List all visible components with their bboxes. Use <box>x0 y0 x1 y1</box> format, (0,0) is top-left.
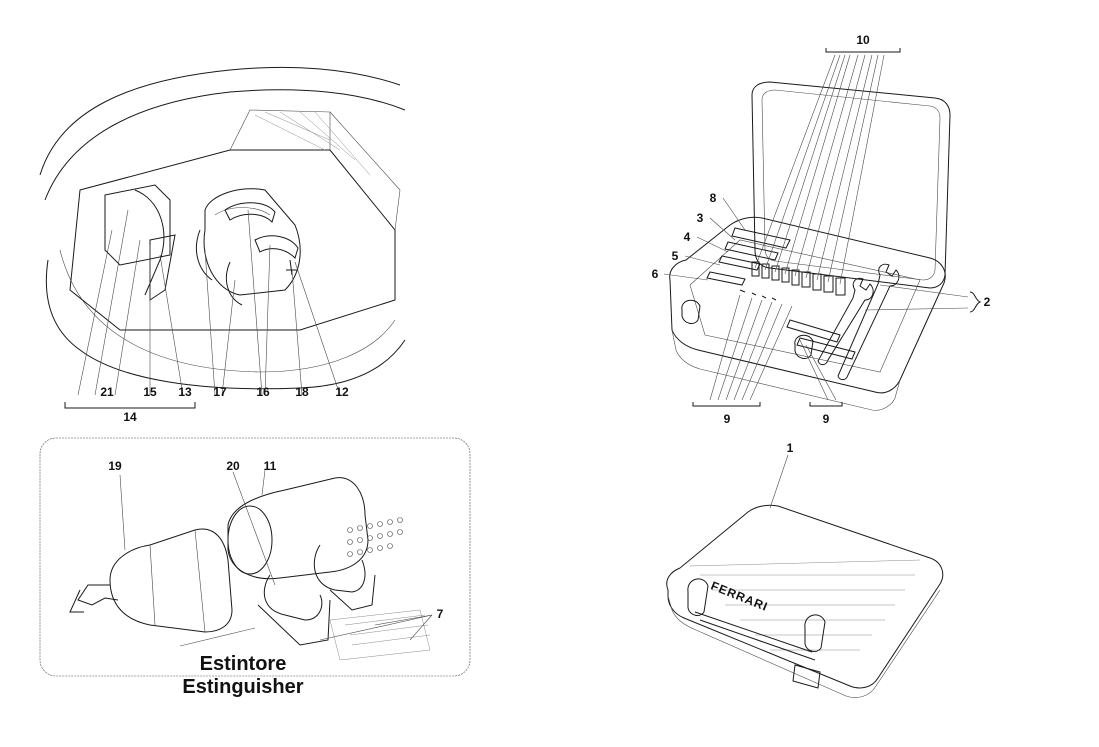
callout-8: 8 <box>710 191 717 205</box>
callout-14: 14 <box>123 410 137 424</box>
callout-1: 1 <box>787 441 794 455</box>
socket-row <box>751 261 846 296</box>
callout-13: 13 <box>178 385 192 399</box>
closed-tool-case <box>666 454 944 698</box>
callout-16: 16 <box>256 385 270 399</box>
callout-20: 20 <box>226 459 240 473</box>
callout-7: 7 <box>437 607 444 621</box>
callout-12: 12 <box>335 385 349 399</box>
callout-9-right: 9 <box>823 412 830 426</box>
bolt-grid <box>347 517 403 557</box>
trunk-view <box>39 66 406 409</box>
open-tool-case <box>663 48 982 411</box>
callout-2: 2 <box>984 295 991 309</box>
callout-3: 3 <box>697 211 704 225</box>
callout-21: 21 <box>100 385 114 399</box>
callout-6: 6 <box>652 267 659 281</box>
caption-english: Estinguisher <box>182 676 303 698</box>
caption-italian: Estintore <box>200 653 287 675</box>
callout-15: 15 <box>143 385 157 399</box>
callout-11: 11 <box>264 459 277 473</box>
callout-4: 4 <box>684 230 691 244</box>
leader-10 <box>754 54 885 285</box>
callout-9-left: 9 <box>724 412 731 426</box>
callout-5: 5 <box>672 249 679 263</box>
case-logo: FERRARI <box>709 578 770 614</box>
callout-19: 19 <box>108 459 122 473</box>
callout-18: 18 <box>295 385 309 399</box>
extinguisher-detail <box>39 437 471 677</box>
callout-17: 17 <box>213 385 227 399</box>
callout-10: 10 <box>856 33 870 47</box>
